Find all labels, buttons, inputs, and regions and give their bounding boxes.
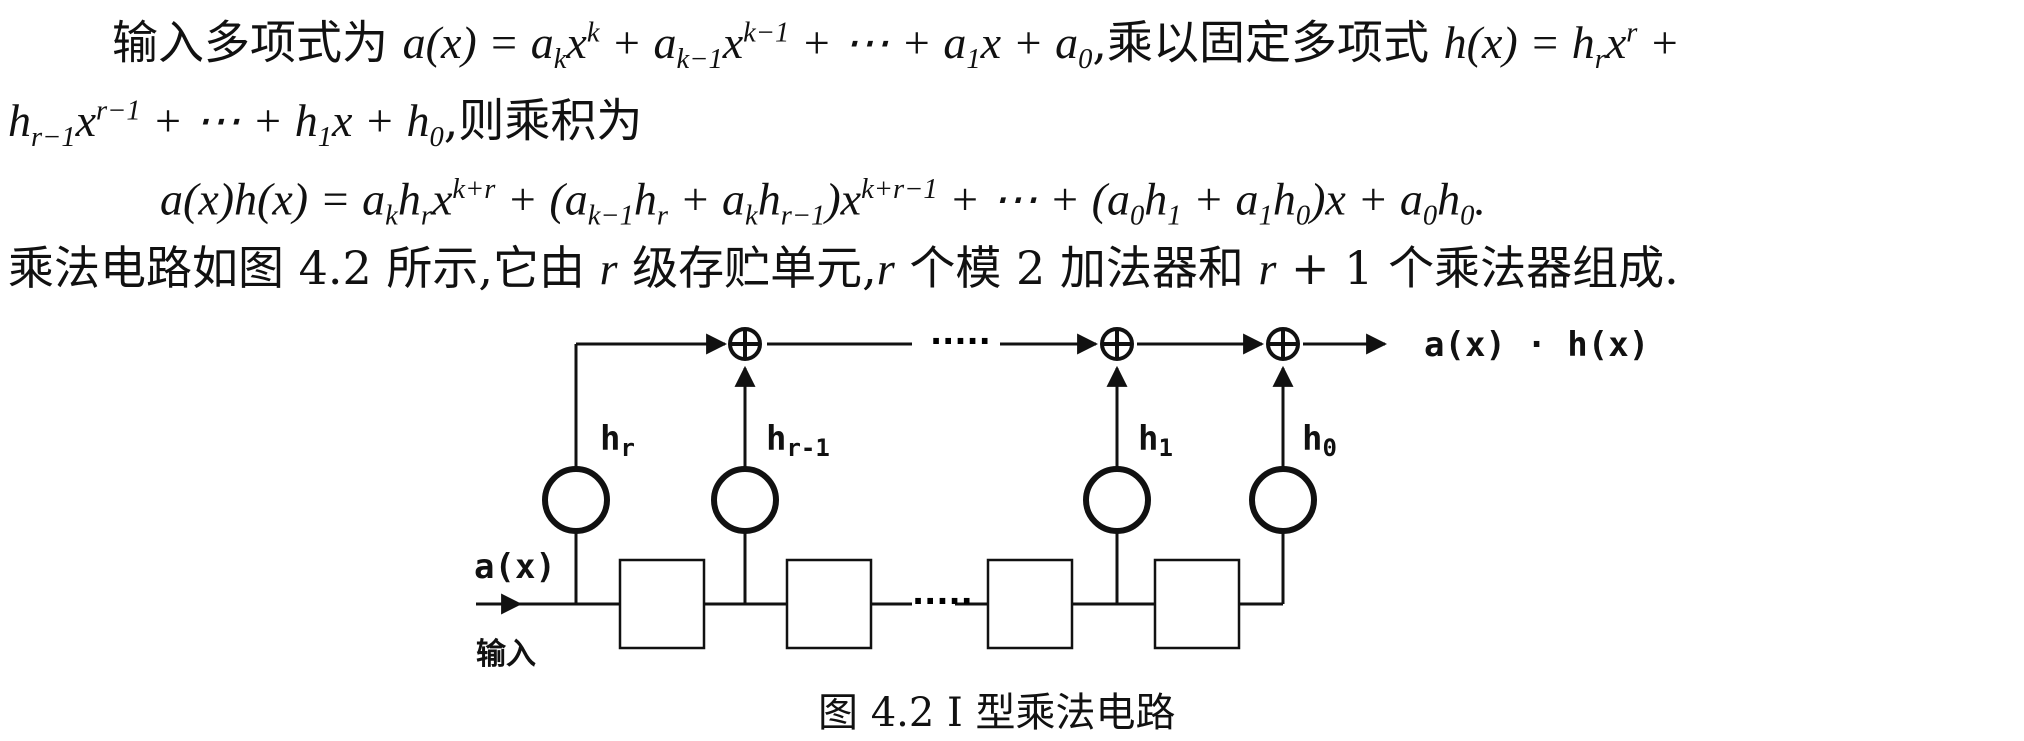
output-label: a(x) · h(x) bbox=[1424, 325, 1649, 365]
adder-1 bbox=[728, 327, 762, 361]
coef-label-h1: h1 bbox=[1138, 419, 1173, 462]
text-segment: 输入多项式为 bbox=[112, 15, 403, 70]
storage-unit-4 bbox=[1153, 558, 1241, 650]
dots-bottom: ····· bbox=[912, 582, 973, 620]
multiplier-hr1 bbox=[711, 466, 779, 534]
storage-unit-1 bbox=[618, 558, 706, 650]
multiplier-h0 bbox=[1249, 466, 1317, 534]
paragraph-line-4: 乘法电路如图 4.2 所示,它由 r 级存贮单元,r 个模 2 加法器和 r +… bbox=[8, 241, 1679, 295]
storage-unit-2 bbox=[785, 558, 873, 650]
adder-3 bbox=[1266, 327, 1300, 361]
paragraph-line-2: hr−1xr−1 + ⋯ + h1x + h0,则乘积为 bbox=[8, 82, 642, 169]
math-h-continued: hr−1xr−1 + ⋯ + h1x + h0 bbox=[8, 95, 444, 154]
multiplier-h1 bbox=[1083, 466, 1151, 534]
input-label: a(x) bbox=[474, 547, 556, 587]
multiplier-hr bbox=[542, 466, 610, 534]
coef-label-hr: hr bbox=[600, 419, 635, 462]
coef-label-hr1: hr-1 bbox=[766, 419, 830, 462]
math-h-of-x: h(x) = hrxr + bbox=[1443, 17, 1680, 76]
product-equation: a(x)h(x) = akhrxk+r + (ak−1hr + akhr−1)x… bbox=[160, 173, 1486, 232]
figure-caption: 图 4.2 I 型乘法电路 bbox=[818, 690, 1176, 736]
coef-label-h0: h0 bbox=[1302, 419, 1337, 462]
math-a-of-x: a(x) = akxk + ak−1xk−1 + ⋯ + a1x + a0 bbox=[402, 17, 1093, 76]
text-segment: ,则乘积为 bbox=[443, 93, 643, 148]
adder-2 bbox=[1100, 327, 1134, 361]
storage-unit-3 bbox=[986, 558, 1074, 650]
input-chinese-label: 输入 bbox=[476, 637, 536, 672]
dots-top: ····· bbox=[930, 322, 991, 360]
paragraph-line-1: 输入多项式为 a(x) = akxk + ak−1xk−1 + ⋯ + a1x … bbox=[112, 4, 1680, 91]
text-segment: ,乘以固定多项式 bbox=[1092, 15, 1444, 70]
